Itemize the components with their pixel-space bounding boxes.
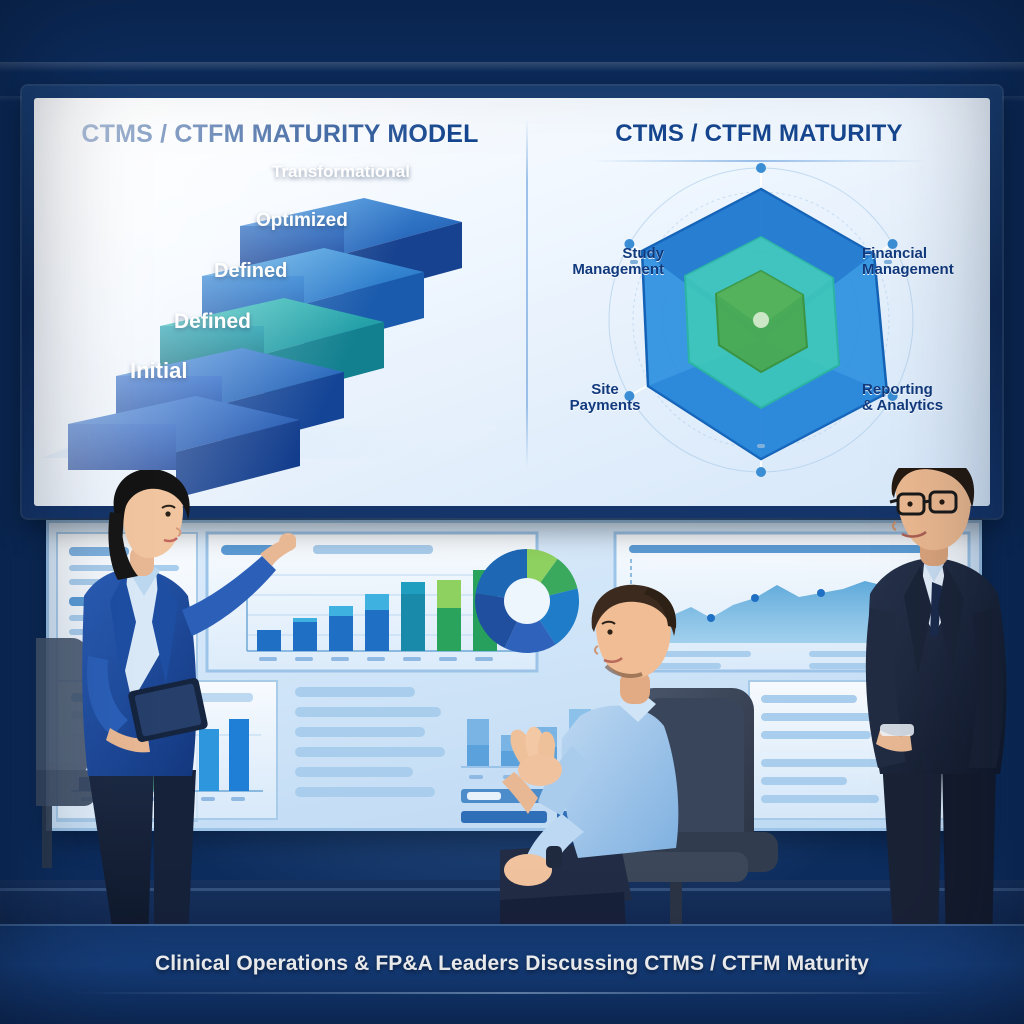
- person-standing-executive: [846, 454, 1024, 963]
- hand-gesture-upper: [510, 726, 562, 786]
- caption-rule: [72, 992, 952, 994]
- maturity-staircase-chart: Initial Defined Defined Optimized Transf…: [34, 158, 526, 506]
- presentation-monitor: CTMS / CTFM MATURITY MODEL: [22, 86, 1002, 518]
- maturity-radar-title: CTMS / CTFM MATURITY: [615, 120, 903, 147]
- radar-label-reporting-analytics: Reporting & Analytics: [862, 381, 944, 415]
- person-seated-manager: [500, 570, 810, 975]
- radar-label-study-management: Study Management: [572, 245, 664, 279]
- office-chair-left: [18, 638, 96, 868]
- maturity-model-panel: CTMS / CTFM MATURITY MODEL: [34, 98, 526, 506]
- caption-text: Clinical Operations & FP&A Leaders Discu…: [154, 952, 870, 975]
- radar-label-site-payments: Site Payments: [569, 381, 641, 415]
- monitor-screen: CTMS / CTFM MATURITY MODEL: [34, 98, 990, 506]
- hand-gesture-lower: [504, 854, 552, 886]
- maturity-model-title: CTMS / CTFM MATURITY MODEL: [81, 120, 479, 148]
- dashboard-text-block: [295, 687, 445, 797]
- dashboard-donut-card: [475, 548, 580, 654]
- maturity-radar-panel: CTMS / CTFM MATURITY: [528, 98, 990, 506]
- shirt-cuff: [880, 724, 914, 736]
- wristwatch: [546, 846, 562, 868]
- step-label-optimized: Optimized: [256, 210, 348, 231]
- radar-center-hub: [753, 312, 769, 328]
- radar-label-financial-management: Financial Management: [862, 245, 954, 279]
- step-label-defined-lower: Defined: [174, 310, 252, 333]
- donut-chart: [475, 548, 580, 654]
- eyeglasses: [889, 490, 958, 516]
- step-label-transformational: Transformational: [272, 162, 410, 181]
- step-label-defined-upper: Defined: [214, 260, 288, 282]
- person-presenter: [18, 468, 297, 965]
- tablet-device: [128, 678, 208, 742]
- radar-svg: [608, 163, 914, 477]
- maturity-radar-chart: Study Management Financial Management Si…: [556, 150, 966, 490]
- wall-trim-upper: [0, 62, 1024, 72]
- caption-bar: Clinical Operations & FP&A Leaders Discu…: [0, 924, 1024, 1024]
- step-label-initial: Initial: [130, 358, 188, 383]
